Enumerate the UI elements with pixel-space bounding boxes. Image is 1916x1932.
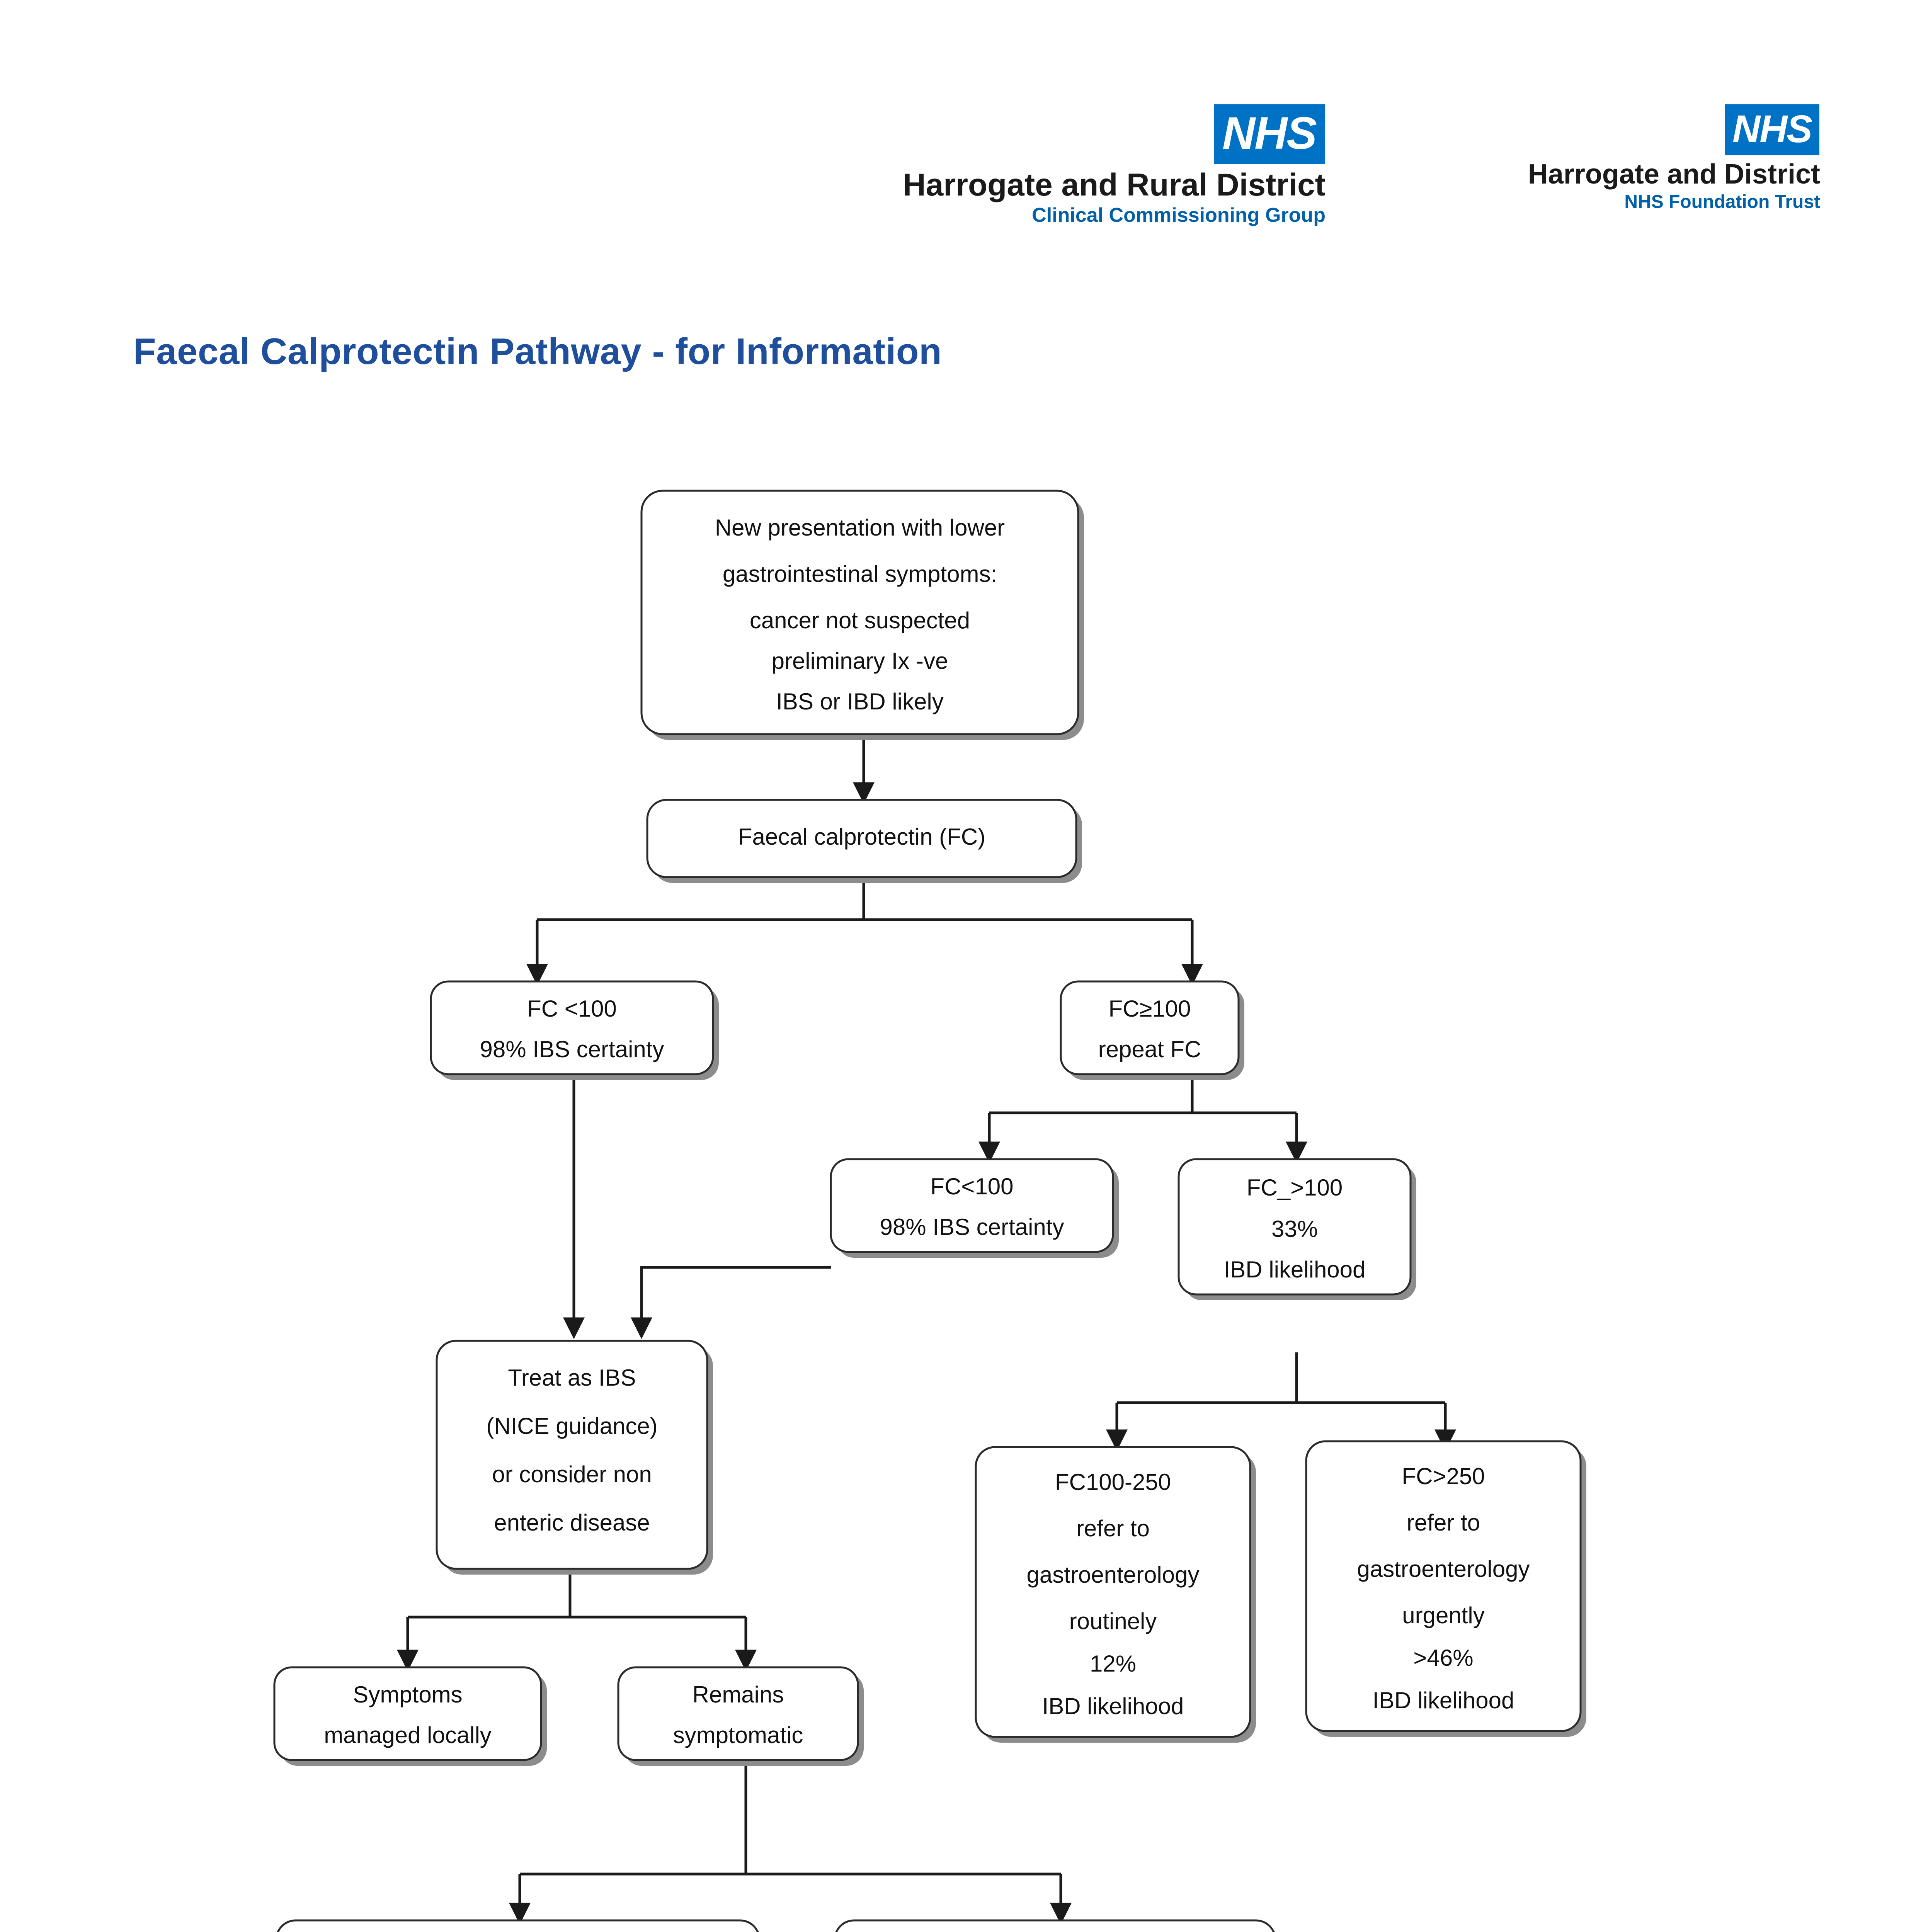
node-treat-ibs-line-3: or consider non (492, 1461, 652, 1487)
node-fc-lt-100: FC <100 98% IBS certainty (430, 980, 719, 1080)
node-fc-lt-100-line-1: FC <100 (527, 996, 617, 1022)
node-start-line-5: IBS or IBD likely (776, 689, 943, 714)
nhs-logo-icon: NHS (1213, 104, 1325, 164)
node-fc-gt-250-line-2: refer to (1407, 1510, 1480, 1536)
node-fc-100-250-line-1: FC100-250 (1055, 1469, 1171, 1495)
node-repeat-gt-100-line-1: FC_>100 (1247, 1175, 1343, 1201)
node-start-line-3: cancer not suspected (750, 607, 970, 633)
nhs-ft-logo: NHS Harrogate and District NHS Foundatio… (1391, 104, 1820, 212)
node-fc-test-line-1: Faecal calprotectin (FC) (738, 824, 985, 850)
node-second-line: FC<50 and aged <50 years consider second… (277, 1919, 760, 1932)
node-treat-ibs-line-2: (NICE guidance) (486, 1413, 658, 1439)
node-fc-ge-100-box (1060, 980, 1240, 1075)
node-fc-gt-250-line-5: >46% (1413, 1645, 1473, 1671)
node-treat-ibs-box (436, 1340, 708, 1570)
node-remains-symptomatic-box (617, 1666, 859, 1761)
node-remains-symptomatic-line-2: symptomatic (673, 1722, 803, 1748)
node-refer-routinely-box (835, 1919, 1275, 1932)
faecal-calprotectin-flowchart: New presentation with lower gastrointest… (0, 479, 1916, 1932)
node-fc-100-250-line-6: IBD likelihood (1042, 1693, 1184, 1719)
node-repeat-gt-100-line-3: IBD likelihood (1224, 1257, 1366, 1282)
node-fc-lt-100-line-2: 98% IBS certainty (480, 1036, 664, 1062)
node-refer-routinely: FC≥50 or aged ≥50 years refer routinely … (835, 1919, 1276, 1932)
node-fc-test: Faecal calprotectin (FC) (646, 799, 1082, 883)
node-fc-gt-250-line-1: FC>250 (1402, 1463, 1485, 1489)
ft-org-subtitle: NHS Foundation Trust (1624, 191, 1820, 212)
node-symptoms-managed-line-2: managed locally (324, 1722, 492, 1748)
node-symptoms-managed-line-1: Symptoms (353, 1682, 462, 1708)
node-start-line-2: gastrointestinal symptoms: (723, 561, 997, 587)
node-fc-ge-100-line-2: repeat FC (1098, 1036, 1201, 1062)
node-remains-symptomatic: Remains symptomatic (617, 1666, 864, 1766)
node-fc-lt-100-box (430, 980, 714, 1075)
node-second-line-box (277, 1919, 759, 1932)
node-fc-gt-250-line-3: gastroenterology (1357, 1556, 1530, 1582)
connector-layer (397, 734, 1456, 1925)
node-start-line-1: New presentation with lower (715, 515, 1005, 541)
flowchart-svg: New presentation with lower gastrointest… (273, 490, 1586, 1932)
node-fc-100-250-line-4: routinely (1069, 1608, 1157, 1634)
node-symptoms-managed-box (273, 1666, 542, 1761)
header-logos: NHS Harrogate and Rural District Clinica… (0, 104, 1916, 267)
node-repeat-lt-100-line-1: FC<100 (930, 1173, 1013, 1199)
node-fc-gt-250: FC>250 refer to gastroenterology urgentl… (1305, 1440, 1586, 1737)
node-fc-100-250-line-2: refer to (1076, 1515, 1150, 1541)
node-fc-ge-100: FC≥100 repeat FC (1060, 980, 1244, 1080)
node-repeat-gt-100-line-2: 33% (1271, 1216, 1318, 1242)
node-repeat-gt-100: FC_>100 33% IBD likelihood (1178, 1158, 1416, 1300)
page-title: Faecal Calprotectin Pathway - for Inform… (133, 331, 942, 372)
node-start-line-4: preliminary Ix -ve (772, 648, 948, 674)
node-remains-symptomatic-line-1: Remains (693, 1682, 784, 1708)
node-start: New presentation with lower gastrointest… (640, 490, 1084, 740)
node-repeat-gt-100-box (1178, 1158, 1412, 1296)
node-start-box (640, 490, 1079, 735)
node-fc-gt-250-line-6: IBD likelihood (1373, 1687, 1514, 1713)
node-fc-100-250-box (975, 1446, 1251, 1738)
node-fc-100-250-line-3: gastroenterology (1027, 1562, 1200, 1588)
node-fc-100-250: FC100-250 refer to gastroenterology rout… (975, 1446, 1256, 1743)
node-fc-gt-250-line-4: urgently (1402, 1602, 1484, 1628)
node-fc-gt-250-box (1305, 1440, 1582, 1732)
node-treat-ibs-line-4: enteric disease (494, 1510, 650, 1536)
node-repeat-lt-100-box (830, 1158, 1114, 1253)
ccg-org-subtitle: Clinical Commissioning Group (1032, 204, 1326, 227)
node-repeat-lt-100: FC<100 98% IBS certainty (830, 1158, 1119, 1258)
node-treat-ibs: Treat as IBS (NICE guidance) or consider… (436, 1340, 713, 1575)
node-fc-ge-100-line-1: FC≥100 (1108, 996, 1191, 1022)
node-fc-test-box (646, 799, 1077, 878)
node-repeat-lt-100-line-2: 98% IBS certainty (880, 1214, 1064, 1240)
ccg-org-name: Harrogate and Rural District (903, 167, 1326, 202)
node-fc-100-250-line-5: 12% (1090, 1651, 1136, 1677)
nhs-ccg-logo: NHS Harrogate and Rural District Clinica… (773, 104, 1326, 226)
nhs-logo-icon: NHS (1724, 104, 1819, 155)
ft-org-name: Harrogate and District (1528, 159, 1820, 190)
edge-repeat-lt-100-to-treat-ibs (631, 1266, 831, 1339)
node-symptoms-managed: Symptoms managed locally (273, 1666, 547, 1766)
node-treat-ibs-line-1: Treat as IBS (508, 1365, 636, 1391)
